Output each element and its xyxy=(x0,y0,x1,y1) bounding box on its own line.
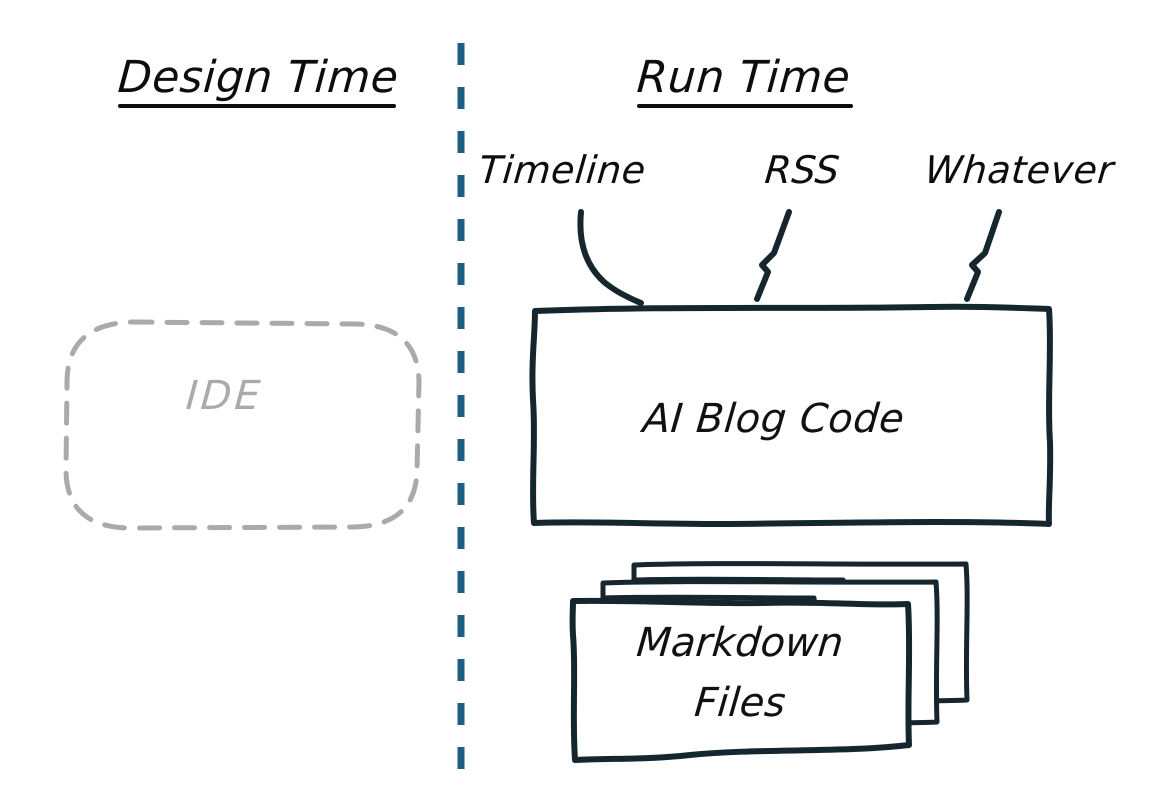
ai-blog-code-box-shape xyxy=(529,303,1054,527)
run-time-heading: Run Time xyxy=(635,52,853,103)
ide-box-shape xyxy=(63,319,422,531)
tap-label-whatever: Whatever xyxy=(923,148,1116,192)
tap-label-timeline: Timeline xyxy=(477,148,648,192)
timeline-connector xyxy=(577,209,644,306)
design-time-heading-underline xyxy=(118,104,396,108)
whatever-connector xyxy=(964,209,1002,302)
design-time-heading: Design Time xyxy=(116,52,401,103)
tap-label-rss: RSS xyxy=(763,148,842,192)
markdown-files-stack-shape xyxy=(569,561,970,763)
rss-connector xyxy=(754,209,792,302)
run-time-heading-underline xyxy=(637,104,853,108)
ai-blog-code-box-label: AI Blog Code xyxy=(640,396,907,442)
markdown-sheet-front xyxy=(569,597,913,763)
tap-connectors xyxy=(577,209,1002,306)
ide-box-label: IDE xyxy=(184,373,265,419)
